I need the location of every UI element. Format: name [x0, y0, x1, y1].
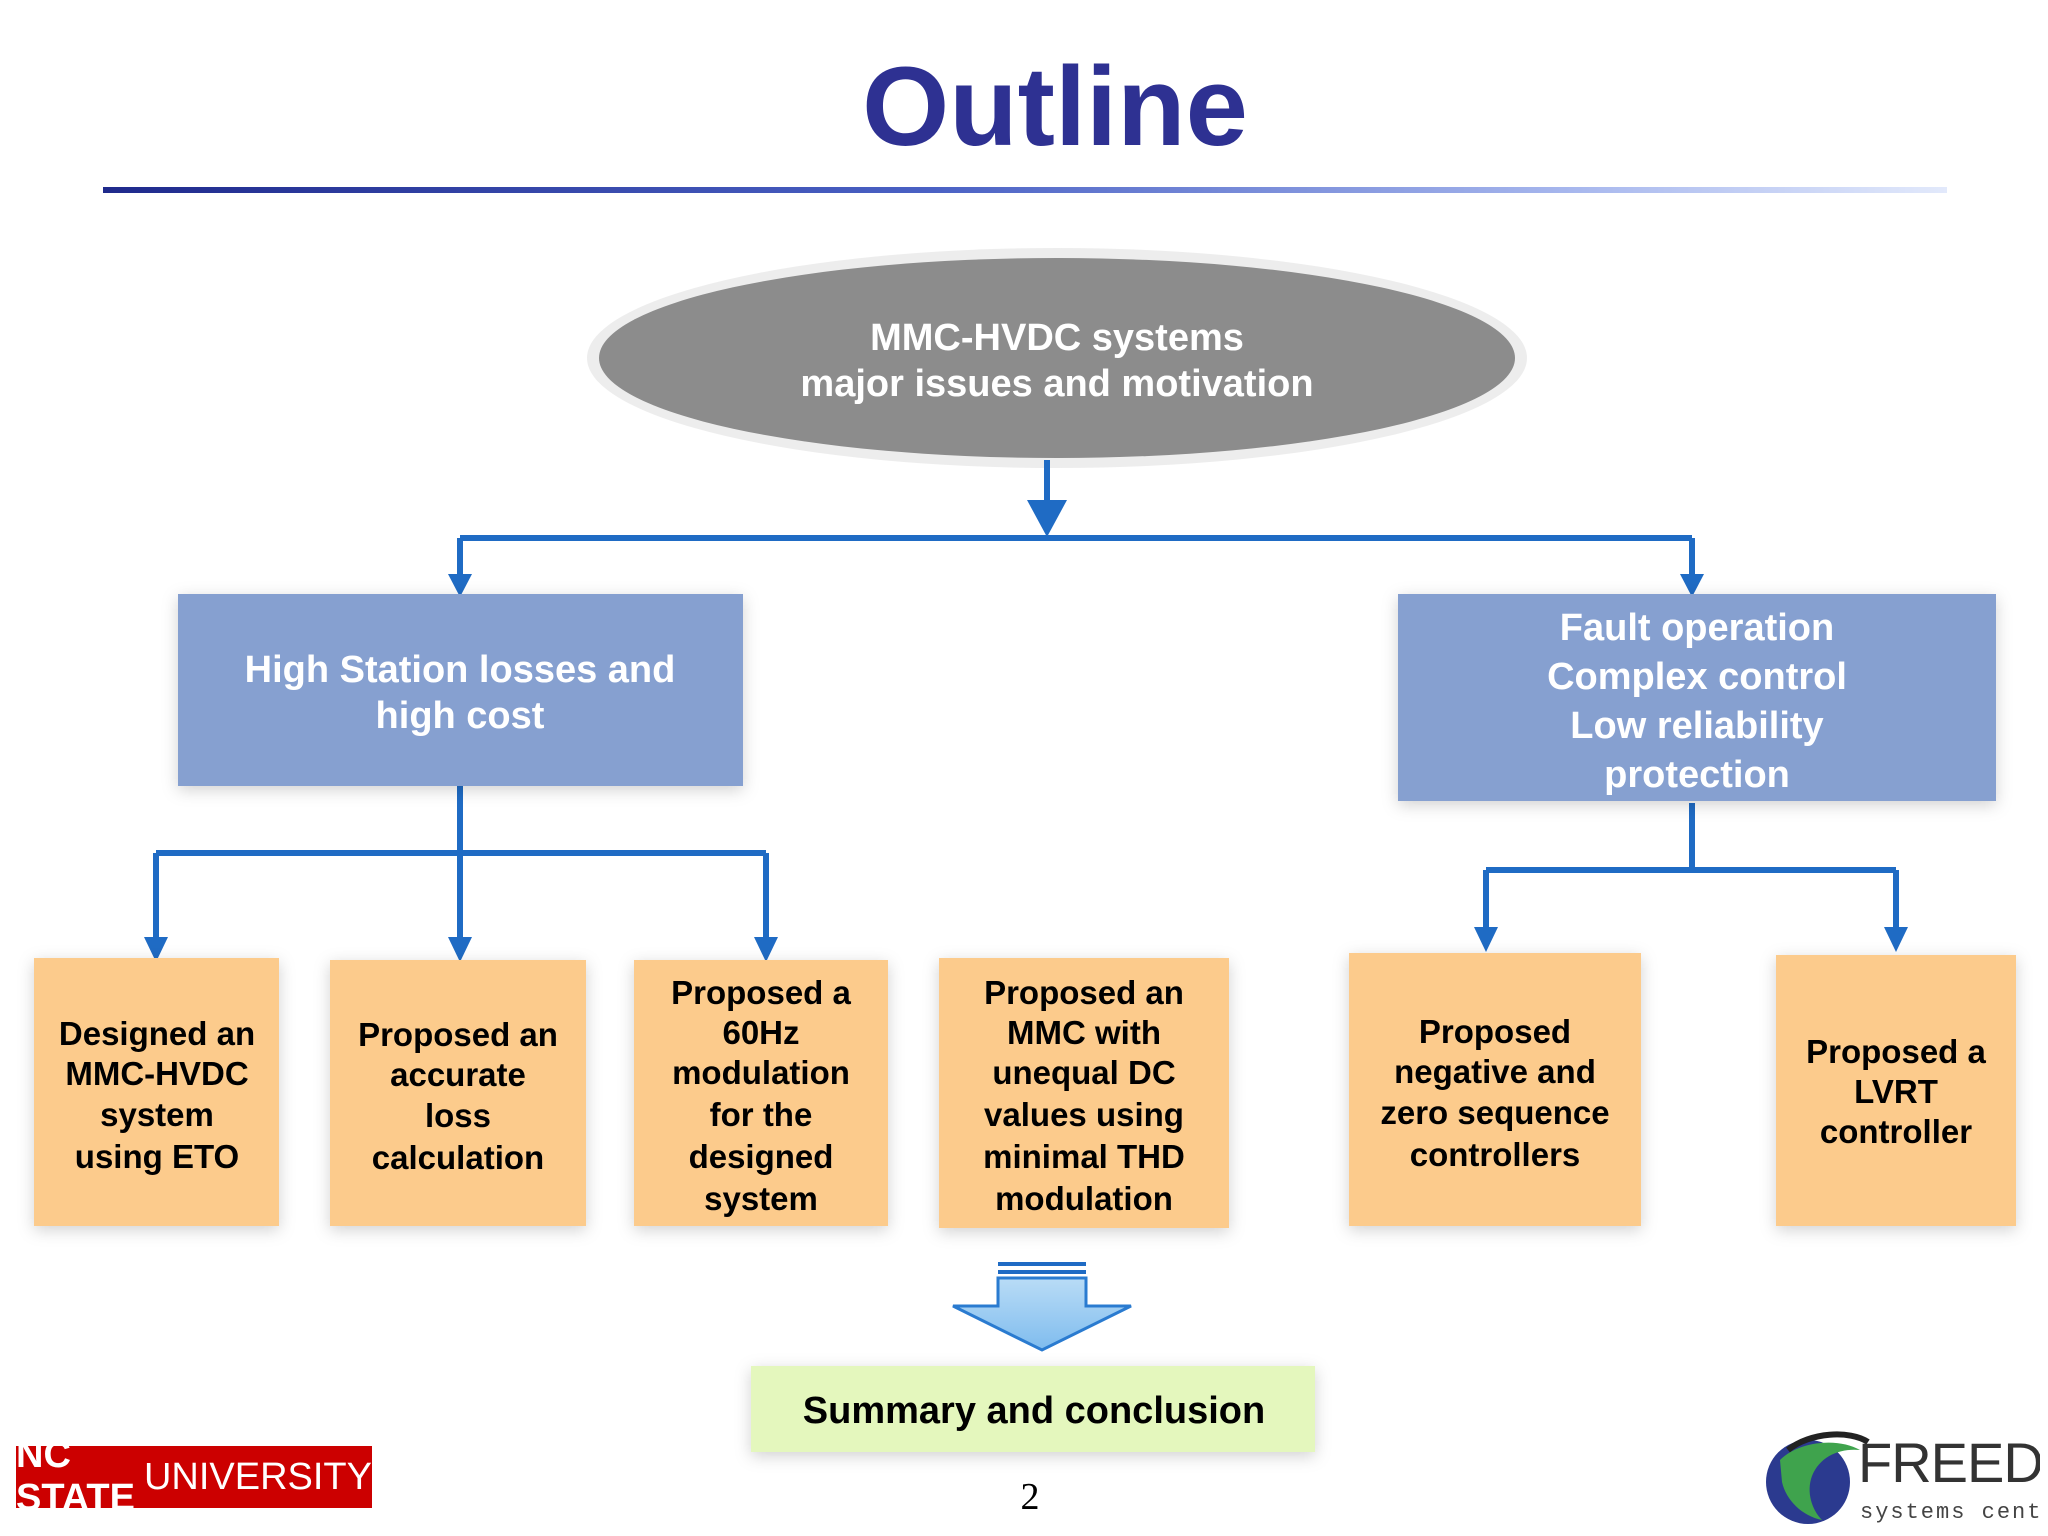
root-ellipse	[599, 258, 1515, 458]
freedm-logo-sub: systems center	[1860, 1500, 2040, 1525]
freedm-logo: FREEDM systems center	[1766, 1431, 2040, 1525]
leaf-box-1	[34, 958, 279, 1226]
branch-right-box	[1398, 594, 1996, 801]
leaf-box-6	[1776, 955, 2016, 1226]
leaf-4-line5: minimal THD	[983, 1138, 1185, 1175]
leaf-4-line6: modulation	[995, 1180, 1173, 1217]
leaf-5-line3: zero sequence	[1380, 1094, 1609, 1131]
branch-left-line1: High Station losses and	[245, 649, 676, 691]
leaf-4-line3: unequal DC	[992, 1054, 1175, 1091]
leaf-3-line2: 60Hz	[722, 1014, 799, 1051]
leaf-3-line3: modulation	[672, 1054, 850, 1091]
leaf-6-line2: LVRT	[1854, 1073, 1938, 1110]
root-label-line2: major issues and motivation	[800, 363, 1313, 405]
branch-right-line4: protection	[1604, 754, 1790, 796]
slide-title: Outline	[862, 44, 1248, 169]
leaf-box-2	[330, 960, 586, 1226]
connector-lines	[153, 460, 1899, 940]
ncsu-logo-bold: NC STATE	[16, 1434, 135, 1519]
branch-right-line1: Fault operation	[1560, 607, 1834, 649]
title-divider	[103, 187, 1947, 193]
leaf-2-line3: loss	[425, 1097, 491, 1134]
leaf-4-line2: MMC with	[1007, 1014, 1161, 1051]
leaf-1-line3: system	[100, 1096, 214, 1133]
leaf-1-line1: Designed an	[59, 1015, 255, 1052]
summary-label: Summary and conclusion	[803, 1390, 1265, 1432]
block-down-arrow	[952, 1262, 1132, 1352]
page-number: 2	[1020, 1476, 1040, 1518]
leaf-3-line4: for the	[710, 1096, 813, 1133]
leaf-5-line1: Proposed	[1419, 1013, 1571, 1050]
summary-box	[751, 1366, 1315, 1452]
leaf-2-line4: calculation	[372, 1139, 544, 1176]
branch-right-line3: Low reliability	[1570, 705, 1823, 747]
leaf-2-line1: Proposed an	[358, 1016, 558, 1053]
leaf-box-3	[634, 960, 888, 1226]
leaf-3-line1: Proposed a	[671, 974, 851, 1011]
leaf-5-line2: negative and	[1394, 1053, 1596, 1090]
branch-right-line2: Complex control	[1547, 656, 1847, 698]
leaf-boxes	[34, 953, 2016, 1228]
branch-left-box	[178, 594, 743, 786]
leaf-box-5	[1349, 953, 1641, 1226]
leaf-3-line5: designed	[689, 1138, 834, 1175]
leaf-1-line2: MMC-HVDC	[65, 1055, 248, 1092]
leaf-4-line1: Proposed an	[984, 974, 1184, 1011]
ncsu-logo: NC STATE UNIVERSITY	[16, 1434, 372, 1519]
leaf-6-line3: controller	[1820, 1113, 1972, 1150]
branch-left-line2: high cost	[376, 695, 545, 737]
leaf-2-line2: accurate	[390, 1056, 526, 1093]
root-label-line1: MMC-HVDC systems	[870, 317, 1244, 359]
leaf-3-line6: system	[704, 1180, 818, 1217]
ncsu-logo-rest: UNIVERSITY	[143, 1455, 372, 1498]
leaf-1-line4: using ETO	[75, 1138, 239, 1175]
leaf-4-line4: values using	[984, 1096, 1184, 1133]
leaf-5-line4: controllers	[1410, 1136, 1581, 1173]
leaf-6-line1: Proposed a	[1806, 1033, 1986, 1070]
freedm-logo-name: FREEDM	[1858, 1431, 2040, 1494]
leaf-box-4	[939, 958, 1229, 1228]
connector-arrowheads	[144, 500, 1908, 962]
